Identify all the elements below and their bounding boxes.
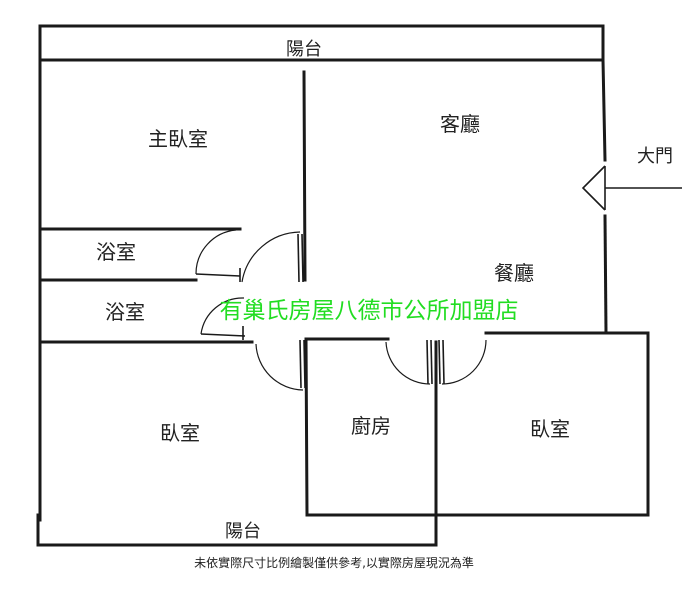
lower-walls <box>304 331 650 547</box>
left-bedroom-door <box>255 339 306 391</box>
top-balcony-label: 陽台 <box>286 39 322 60</box>
disclaimer-note: 未依實際尺寸比例繪製僅供參考,以實際房屋現況為準 <box>194 555 474 570</box>
right-bedroom-label: 臥室 <box>530 417 570 441</box>
kitchen-label: 廚房 <box>351 414 391 438</box>
master-bedroom-walls <box>38 70 307 282</box>
master-bedroom-label: 主臥室 <box>148 127 208 151</box>
bottom-balcony-label: 陽台 <box>225 521 261 542</box>
entrance-label: 大門 <box>637 146 673 167</box>
bathroom-2-label: 浴室 <box>105 300 145 324</box>
outer-walls <box>38 58 608 522</box>
dining-room-label: 餐廳 <box>494 261 534 285</box>
left-bedroom-label: 臥室 <box>160 421 200 445</box>
master-bedroom-door <box>241 231 304 283</box>
bathroom-walls <box>38 229 254 344</box>
bottom-balcony <box>36 513 438 547</box>
living-room-label: 客廳 <box>440 112 480 136</box>
watermark-text: 有巢氏房屋八德市公所加盟店 <box>220 298 519 324</box>
entrance-arrow <box>581 165 682 211</box>
kitchen-doors <box>385 339 487 385</box>
bathroom-1-label: 浴室 <box>96 240 136 264</box>
